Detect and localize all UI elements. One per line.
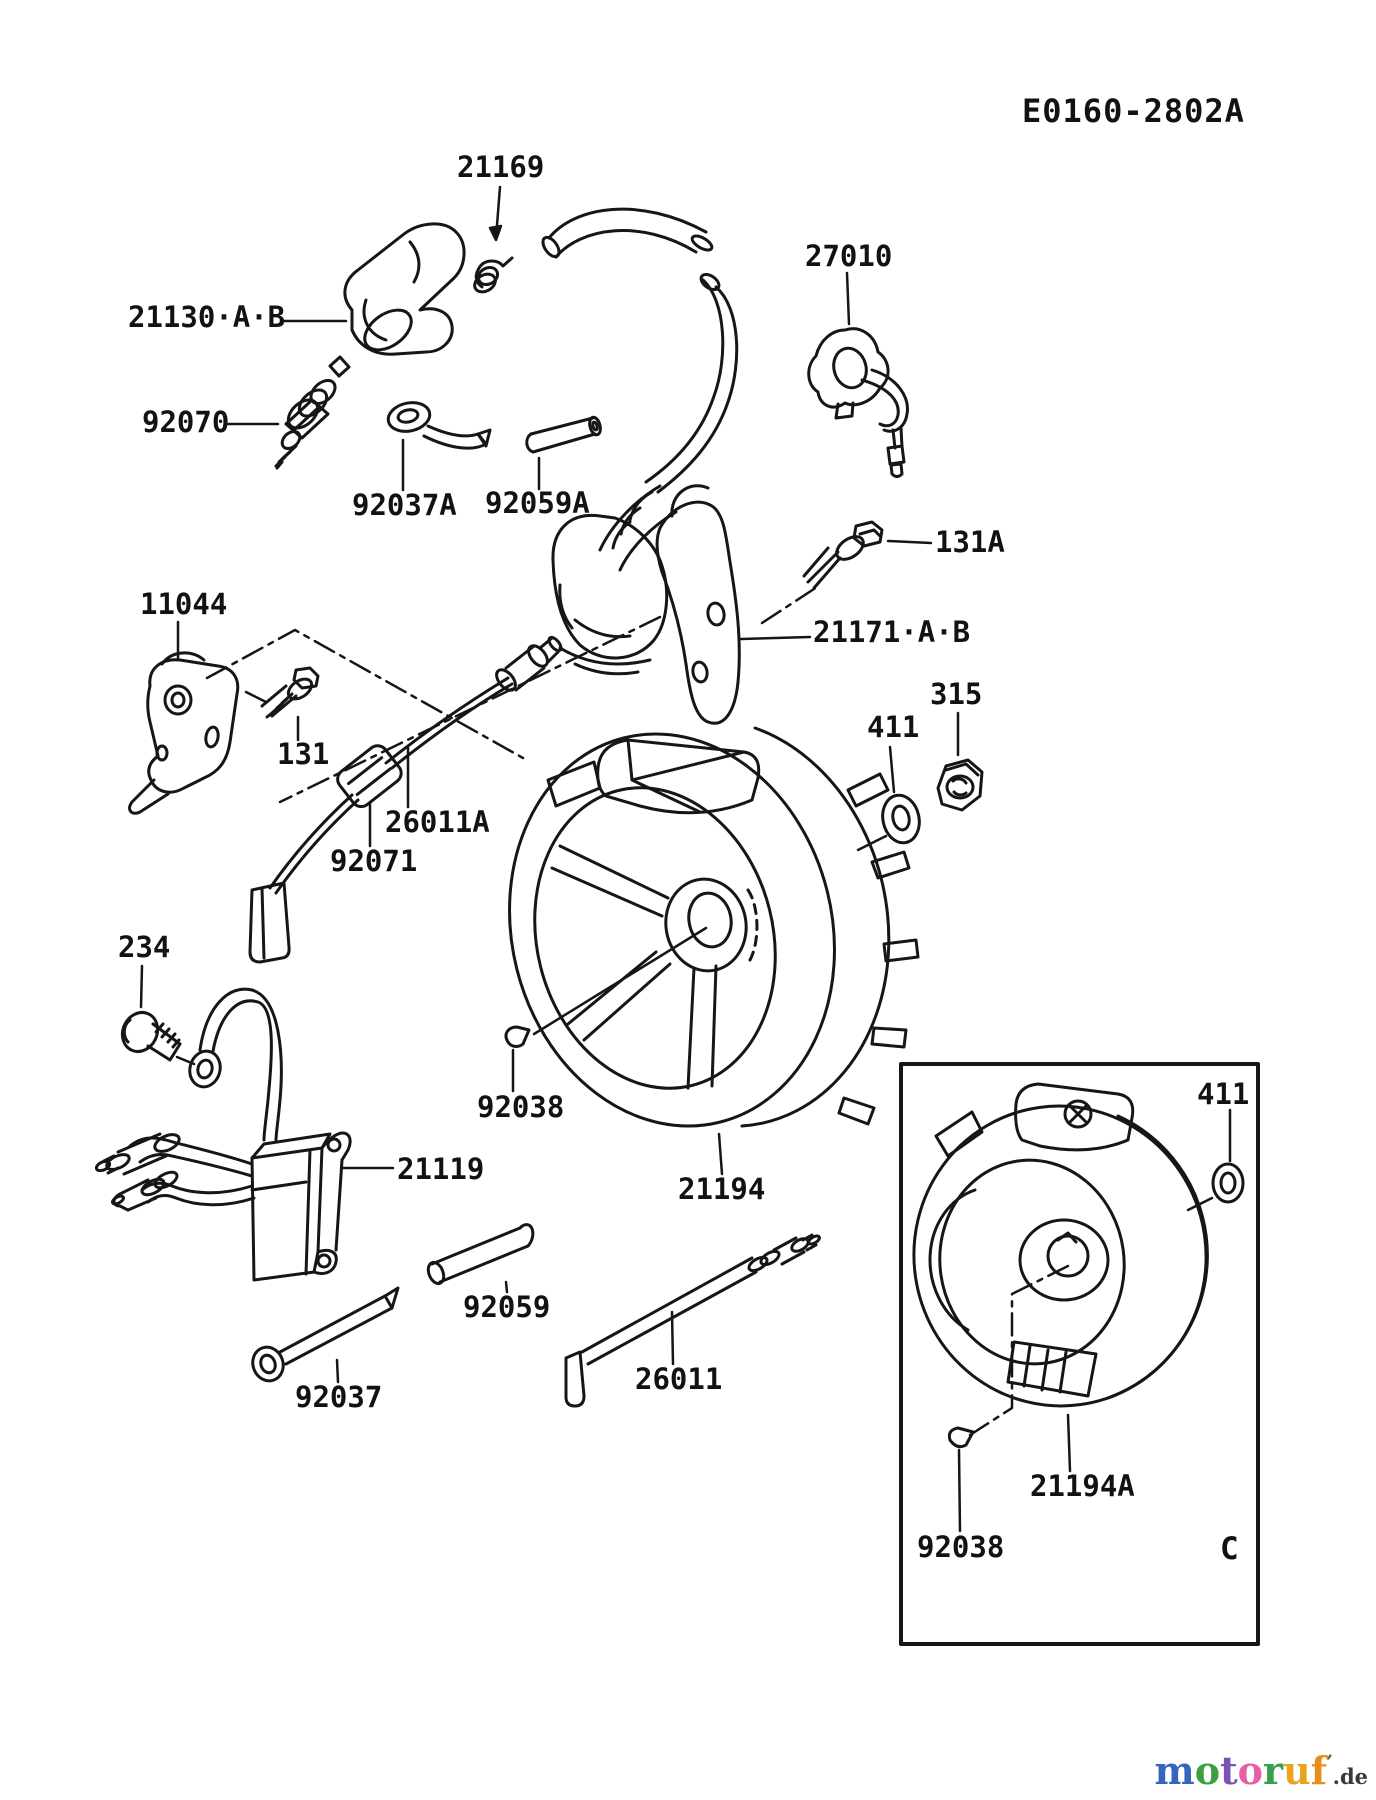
part-label-inset-key: 92038: [917, 1530, 1005, 1564]
lead-drawing: [564, 1233, 821, 1408]
clip-drawing: [473, 256, 514, 294]
part-label-key: 92038: [477, 1090, 565, 1124]
part-label-clamp-a: 92037A: [352, 488, 457, 522]
logo-letter: m: [1154, 1748, 1195, 1793]
assembly-lines: [205, 585, 1070, 1437]
diagram-code: E0160-2802A: [1022, 92, 1245, 130]
part-label-igniter: 21119: [397, 1152, 485, 1186]
part-label-screw: 234: [118, 930, 171, 964]
motoruf-logo[interactable]: motoruf’.de: [1155, 1750, 1368, 1792]
igniter-drawing: [94, 987, 352, 1282]
tube-a-drawing: [525, 415, 602, 454]
part-label-inset-flywheel: 21194A: [1030, 1469, 1135, 1503]
screw-drawing: [120, 1011, 182, 1062]
spark-lead-drawing: [598, 272, 739, 572]
logo-letter: r: [1263, 1748, 1284, 1793]
logo-tick: ’: [1327, 1751, 1333, 1770]
part-label-ignition-coil: 21171·A·B: [813, 615, 971, 649]
spark-plug-drawing: [274, 355, 351, 470]
part-label-flywheel: 21194: [678, 1172, 766, 1206]
part-label-lead: 26011: [635, 1362, 723, 1396]
part-label-nut: 315: [930, 677, 983, 711]
part-label-bracket: 11044: [140, 587, 228, 621]
bolt-a-drawing: [802, 520, 884, 590]
part-label-grommet: 92071: [330, 844, 418, 878]
inset-section-marker: C: [1220, 1531, 1239, 1567]
inset-washer-drawing: [1211, 1162, 1245, 1204]
plug-cap-drawing: [343, 222, 466, 356]
stop-switch-drawing: [807, 327, 909, 478]
hose-drawing: [541, 207, 714, 259]
leader-lines: [139, 185, 1232, 1533]
washer-drawing: [881, 793, 921, 845]
logo-letter: f: [1310, 1748, 1328, 1793]
bracket-drawing: [128, 651, 240, 815]
part-label-clamp: 92037: [295, 1380, 383, 1414]
part-label-lead-a: 26011A: [385, 805, 490, 839]
part-label-clip: 21169: [457, 150, 545, 184]
part-label-bolt-a: 131A: [935, 525, 1005, 559]
logo-letter: o: [1237, 1748, 1264, 1793]
clamp-a-drawing: [386, 401, 492, 450]
part-label-tube-a: 92059A: [485, 486, 590, 520]
clamp-drawing: [251, 1286, 400, 1383]
ignition-coil-drawing: [551, 484, 741, 725]
part-label-inset-washer: 411: [1197, 1077, 1250, 1111]
part-label-plug-cap: 21130·A·B: [128, 300, 286, 334]
lead-a-drawing: [248, 635, 563, 964]
logo-letter: o: [1194, 1748, 1221, 1793]
logo-letter: u: [1283, 1748, 1311, 1793]
logo-tld: .de: [1332, 1764, 1368, 1789]
part-label-spark-plug: 92070: [142, 405, 230, 439]
flywheel-drawing: [508, 726, 920, 1128]
part-label-bolt: 131: [277, 737, 330, 771]
inset-flywheel-drawing: [912, 1082, 1209, 1408]
part-label-stop-switch: 27010: [805, 239, 893, 273]
logo-letter: t: [1220, 1748, 1238, 1793]
nut-drawing: [936, 758, 984, 812]
bolt-drawing: [260, 666, 320, 719]
part-label-tube: 92059: [463, 1290, 551, 1324]
inset-key-drawing: [947, 1426, 975, 1449]
part-label-washer: 411: [867, 710, 920, 744]
tube-drawing: [426, 1223, 535, 1286]
inset-box: [899, 1062, 1260, 1646]
grommet-drawing: [336, 744, 403, 809]
key-drawing: [504, 1025, 531, 1048]
